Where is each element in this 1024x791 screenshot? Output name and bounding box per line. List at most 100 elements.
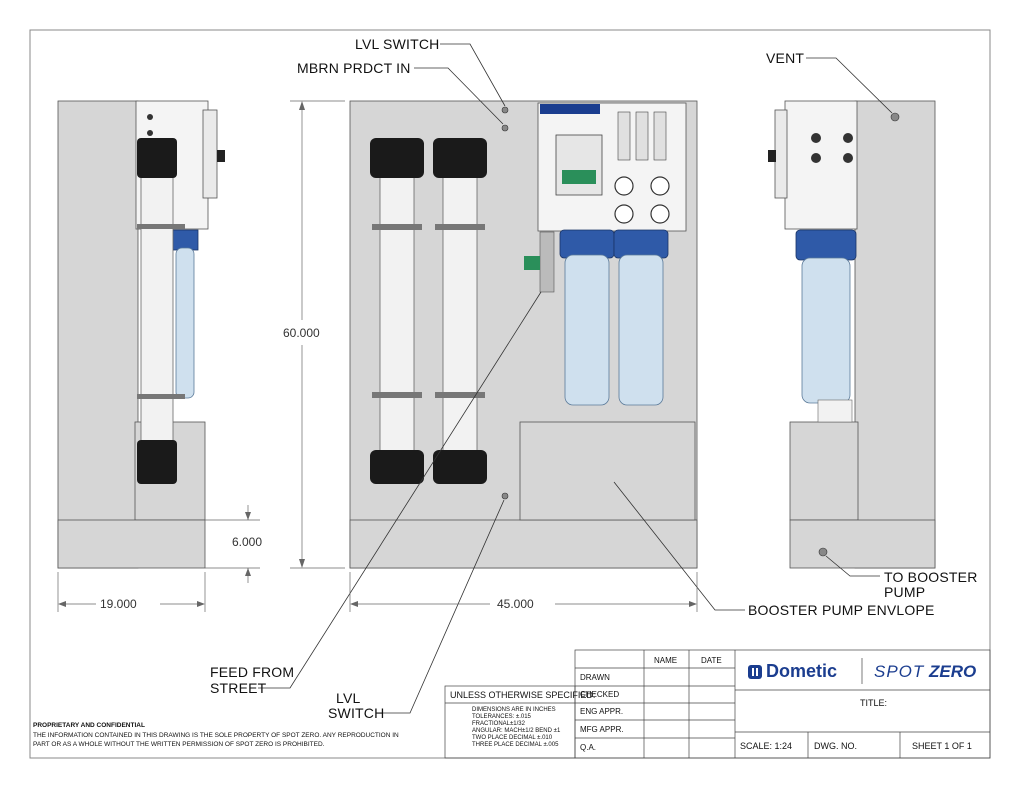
dim-side-width: 19.000 <box>100 597 137 611</box>
left-clamp-top <box>137 224 185 229</box>
right-knob <box>768 150 776 162</box>
left-membrane-tube <box>140 149 174 451</box>
left-port-2 <box>147 130 153 136</box>
tb-row-mfg-appr: MFG APPR. <box>580 725 624 734</box>
tb-unless-specified: UNLESS OTHERWISE SPECIFIED: <box>450 690 596 700</box>
tb-tolerance-3: FRACTIONAL±1/32 <box>472 721 525 727</box>
right-port-4 <box>843 153 853 163</box>
front-view <box>349 100 698 569</box>
right-base-plate <box>789 519 936 569</box>
gauge-4 <box>650 204 670 224</box>
dimension-lines <box>57 100 698 612</box>
right-filter-housing <box>801 257 851 404</box>
left-port-1 <box>147 114 153 120</box>
gauge-2 <box>650 176 670 196</box>
leader-feed-from-street <box>258 291 542 689</box>
vent-port <box>890 112 900 122</box>
brand-spot: SPOT <box>874 662 925 681</box>
gauge-1 <box>614 176 634 196</box>
title-block-grid <box>444 649 991 759</box>
front-base-plate <box>349 519 698 569</box>
left-base-plate <box>57 519 206 569</box>
tb-row-eng-appr: ENG APPR. <box>580 707 624 716</box>
leader-lvl-switch-top <box>440 43 506 107</box>
callout-vent: VENT <box>766 50 805 66</box>
tb-tolerance-2: TOLERANCES: ±.015 <box>472 714 531 720</box>
right-side-view <box>768 100 936 569</box>
tb-row-checked: CHECKED <box>580 690 620 699</box>
prefilter-left <box>559 229 615 406</box>
tb-row-drawn: DRAWN <box>580 673 610 682</box>
callout-feed-from-street-line2: STREET <box>210 680 267 696</box>
proprietary-line1: THE INFORMATION CONTAINED IN THIS DRAWIN… <box>33 732 399 739</box>
prefilter-right <box>613 229 669 406</box>
tb-title-label: TITLE: <box>860 698 888 708</box>
callout-lvl-switch-bottom-line1: LVL <box>336 690 361 706</box>
left-filter-cap <box>171 229 199 251</box>
left-back-panel <box>57 100 139 569</box>
left-filter-housing <box>175 247 195 399</box>
callout-lvl-switch-bottom-line2: SWITCH <box>328 705 385 721</box>
flowmeter-2 <box>635 111 649 161</box>
right-filter-cap <box>795 229 857 261</box>
left-membrane-bottom-cap <box>137 440 177 484</box>
dometic-logo-mark <box>748 665 762 679</box>
lvl-switch-port-bottom <box>501 492 509 500</box>
tb-col-date: DATE <box>701 656 722 665</box>
dim-base: 6.000 <box>232 535 263 549</box>
proprietary-line2: PART OR AS A WHOLE WITHOUT THE WRITTEN P… <box>33 741 325 748</box>
lvl-switch-port-top <box>501 106 509 114</box>
leader-to-booster <box>825 555 880 577</box>
right-flowmeter <box>774 109 788 199</box>
feed-valve <box>539 231 555 293</box>
flowmeter-1 <box>617 111 631 161</box>
flowmeter-3 <box>653 111 667 161</box>
right-back-panel <box>854 100 936 569</box>
right-pump-pipe <box>817 399 853 423</box>
proprietary-heading: PROPRIETARY AND CONFIDENTIAL <box>33 722 145 729</box>
tb-dwg-no: DWG. NO. <box>814 741 857 751</box>
controller-display <box>555 134 603 196</box>
right-port-3 <box>811 153 821 163</box>
left-membrane-top-cap <box>137 138 177 178</box>
mbrn-prdct-in-port <box>501 124 509 132</box>
right-control-box <box>784 100 858 230</box>
to-booster-pump-port <box>818 547 828 557</box>
callout-to-booster-line2: PUMP <box>884 584 926 600</box>
tb-tolerance-4: ANGULAR: MACH±1/2 BEND ±1 <box>472 728 561 734</box>
tb-row-qa: Q.A. <box>580 743 597 752</box>
tb-col-name: NAME <box>654 656 678 665</box>
membrane-vessel-left <box>370 138 424 484</box>
tb-tolerance-5: TWO PLACE DECIMAL ±.010 <box>472 735 553 741</box>
brand-zero: ZERO <box>929 662 977 681</box>
control-cabinet-header <box>540 104 600 114</box>
tb-scale: SCALE: 1:24 <box>740 741 793 751</box>
dim-front-width: 45.000 <box>497 597 534 611</box>
brand-spot-zero: SPOT ZERO <box>874 662 976 682</box>
brand-dometic: Dometic <box>766 661 838 681</box>
controller-keypad <box>562 170 596 184</box>
left-clamp-bottom <box>137 394 185 399</box>
leader-vent <box>806 57 893 114</box>
solenoid-valve <box>524 256 540 270</box>
right-base-block <box>789 421 859 521</box>
callout-to-booster-line1: TO BOOSTER <box>884 569 978 585</box>
membrane-vessel-right <box>433 138 487 484</box>
leader-lines <box>258 43 893 714</box>
callout-mbrn-prdct-in: MBRN PRDCT IN <box>297 60 411 76</box>
tb-tolerance-1: DIMENSIONS ARE IN INCHES <box>472 707 556 713</box>
booster-pump-envelope-box <box>519 421 696 521</box>
left-flowmeter <box>202 109 218 199</box>
callout-feed-from-street-line1: FEED FROM <box>210 664 295 680</box>
left-knob <box>217 150 225 162</box>
tb-tolerance-6: THREE PLACE DECIMAL ±.005 <box>472 742 559 748</box>
gauge-3 <box>614 204 634 224</box>
leader-lvl-switch-bottom <box>382 499 505 714</box>
right-port-1 <box>811 133 821 143</box>
tb-sheet: SHEET 1 OF 1 <box>912 741 972 751</box>
right-port-2 <box>843 133 853 143</box>
callout-lvl-switch-top: LVL SWITCH <box>355 36 440 52</box>
left-side-view <box>57 100 225 569</box>
dim-height: 60.000 <box>283 326 320 340</box>
